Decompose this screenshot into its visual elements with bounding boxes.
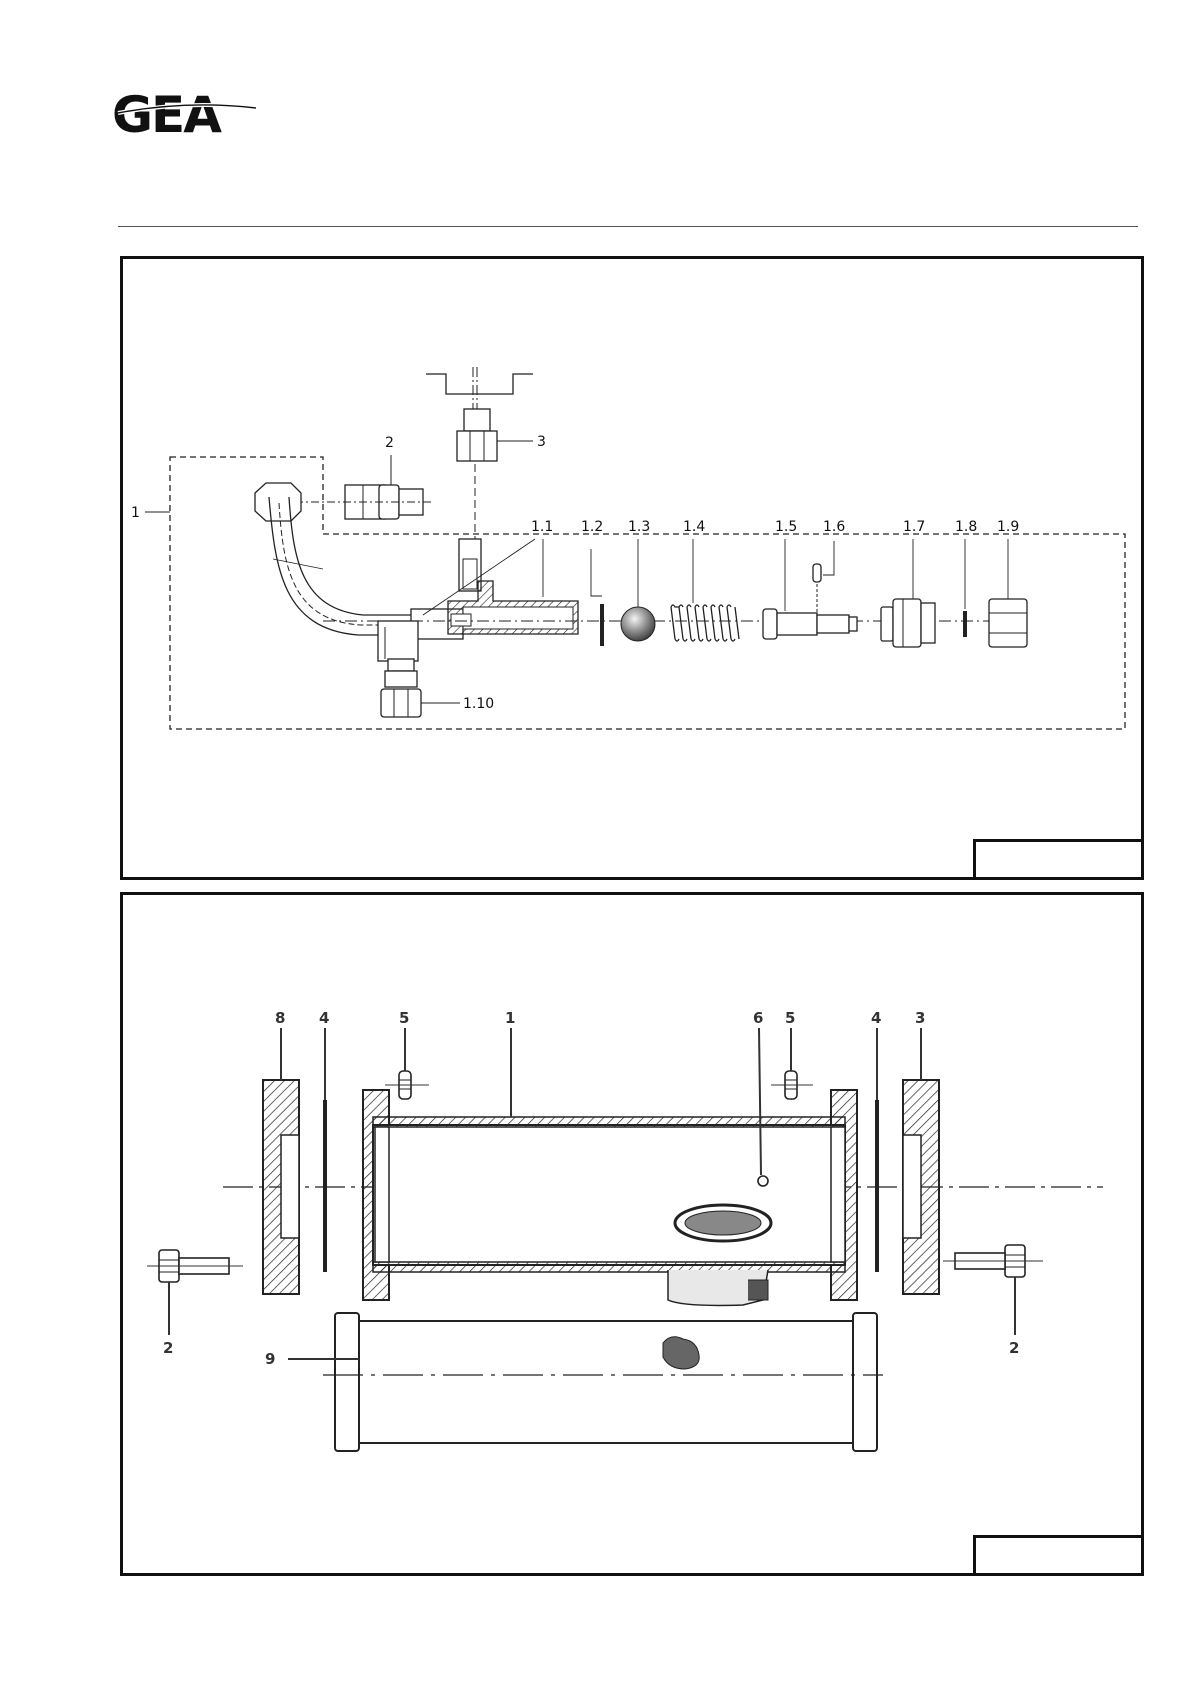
part-4-gasket-right [875, 1100, 879, 1272]
part-1-7-fitting [881, 607, 893, 641]
label-1-1: 1.1 [531, 519, 553, 535]
label-1-7: 1.7 [903, 519, 925, 535]
part-1-9-nut [989, 599, 1027, 647]
label-5-left: 5 [399, 1009, 409, 1027]
sight-glass-drawing: 8 4 1 5 5 6 [123, 895, 1141, 1573]
part-1-8-ring [963, 611, 967, 637]
label-6: 6 [753, 1009, 763, 1027]
part-1-10-nut [381, 689, 421, 717]
part-4-gasket-left [323, 1100, 327, 1272]
label-3: 3 [915, 1009, 925, 1027]
label-3: 3 [537, 434, 546, 450]
title-block [973, 839, 1141, 877]
label-4-right: 4 [871, 1009, 881, 1027]
part-6-plug [758, 1176, 768, 1186]
part-9-glass [359, 1321, 853, 1443]
label-1-5: 1.5 [775, 519, 797, 535]
gea-logo: GEA [112, 86, 262, 138]
header-rule [118, 226, 1138, 227]
label-2: 2 [385, 435, 394, 451]
label-1-2: 1.2 [581, 519, 603, 535]
part-1-5-plunger [763, 609, 777, 639]
part-2-bolt-left [147, 1250, 243, 1282]
label-1-4: 1.4 [683, 519, 705, 535]
label-2-left: 2 [163, 1339, 173, 1357]
label-1-3: 1.3 [628, 519, 650, 535]
part-1-6-pin [813, 564, 821, 582]
label-5-right: 5 [785, 1009, 795, 1027]
part-1-2-washer [600, 604, 604, 646]
part-3-nut [457, 431, 497, 461]
label-1: 1 [505, 1009, 515, 1027]
label-1-9: 1.9 [997, 519, 1019, 535]
label-1-6: 1.6 [823, 519, 845, 535]
exploded-view-valve-assembly: 3 2 1 1.1 [120, 256, 1144, 880]
title-block [973, 1535, 1141, 1573]
exploded-view-sight-glass: 8 4 1 5 5 6 [120, 892, 1144, 1576]
label-4-left: 4 [319, 1009, 329, 1027]
label-9: 9 [265, 1350, 275, 1368]
label-1-8: 1.8 [955, 519, 977, 535]
label-2-right: 2 [1009, 1339, 1019, 1357]
part-1-4-spring [671, 605, 739, 641]
part-1-3-ball [621, 607, 655, 641]
label-1: 1 [131, 505, 140, 521]
label-8: 8 [275, 1009, 285, 1027]
valve-drawing: 3 2 1 1.1 [123, 259, 1141, 877]
part-2-bolt-right [943, 1245, 1043, 1277]
part-1-tube [373, 1125, 845, 1265]
label-1-10: 1.10 [463, 696, 494, 712]
assembly-outline [170, 457, 1125, 729]
